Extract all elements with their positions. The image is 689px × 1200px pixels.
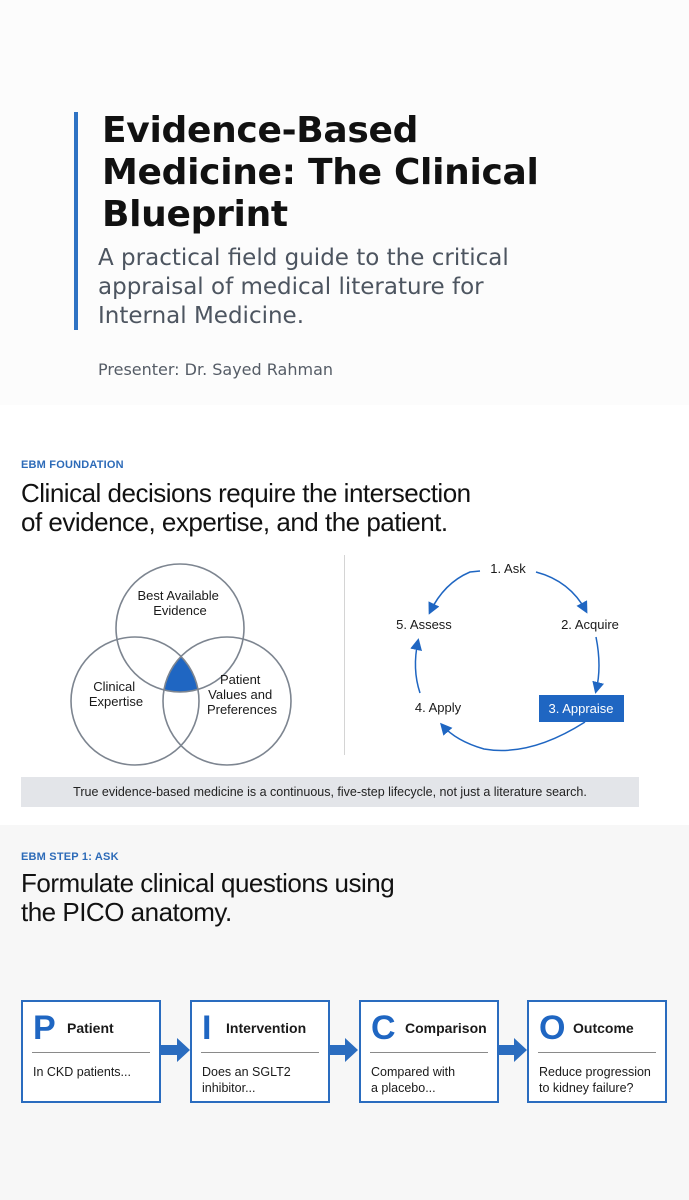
arrow-right-icon — [161, 1038, 190, 1062]
pico-box-outcome: O Outcome Reduce progression to kidney f… — [527, 1000, 667, 1103]
cycle-arrow-apply-assess — [410, 638, 422, 694]
pico-letter: I — [202, 1009, 212, 1047]
venn-label-line: Expertise — [89, 694, 143, 709]
arrow-right-icon — [498, 1038, 527, 1062]
pico-text-line: a placebo... — [371, 1081, 436, 1095]
pico-slide: EBM STEP 1: ASK Formulate clinical quest… — [0, 825, 689, 1200]
venn-label-line: Clinical — [93, 679, 135, 694]
presenter-name: Presenter: Dr. Sayed Rahman — [98, 360, 334, 379]
venn-label-line: Values and — [208, 687, 272, 702]
cycle-arrow-acquire-appraise — [592, 636, 605, 694]
slide-heading-line: the PICO anatomy. — [21, 897, 232, 927]
cycle-step-acquire: 2. Acquire — [561, 617, 619, 632]
takeaway-banner: True evidence-based medicine is a contin… — [21, 777, 639, 807]
title-accent-bar — [74, 112, 78, 330]
pico-letter: C — [371, 1009, 396, 1047]
pico-text: Reduce progression to kidney failure? — [539, 1064, 659, 1096]
pico-letter: P — [33, 1009, 56, 1047]
pico-text: Compared with a placebo... — [371, 1064, 491, 1096]
venn-label-patient: Patient Values and Preferences — [207, 672, 278, 717]
pico-box-intervention: I Intervention Does an SGLT2 inhibitor..… — [190, 1000, 330, 1103]
pico-text-line: Reduce progression — [539, 1065, 651, 1079]
pico-box-patient: P Patient In CKD patients... — [21, 1000, 161, 1103]
venn-label-line: Evidence — [153, 603, 206, 618]
venn-label-evidence: Best Available Evidence — [137, 588, 222, 618]
slide-tag: EBM STEP 1: ASK — [21, 851, 119, 863]
pico-letter: O — [539, 1009, 566, 1047]
pico-divider — [32, 1052, 150, 1053]
main-title-line: Blueprint — [102, 194, 288, 235]
slide-heading-line: of evidence, expertise, and the patient. — [21, 507, 448, 537]
foundation-slide: EBM FOUNDATION Clinical decisions requir… — [0, 405, 689, 825]
pico-divider — [370, 1052, 488, 1053]
slide-heading-line: Clinical decisions require the intersect… — [21, 478, 471, 508]
diagram-divider — [344, 555, 345, 755]
slide-tag: EBM FOUNDATION — [21, 459, 124, 471]
pico-name: Patient — [67, 1020, 114, 1036]
cycle-step-appraise-highlight — [539, 695, 624, 722]
venn-label-line: Preferences — [207, 702, 278, 717]
main-title-line: Medicine: The Clinical — [102, 152, 539, 193]
cycle-arrow-assess-ask — [428, 570, 481, 615]
pico-text: Does an SGLT2 inhibitor... — [202, 1064, 322, 1096]
title-slide: Evidence-Based Medicine: The Clinical Bl… — [0, 0, 689, 405]
pico-text-line: In CKD patients... — [33, 1065, 131, 1079]
slide-heading-line: Formulate clinical questions using — [21, 868, 395, 898]
pico-text-line: inhibitor... — [202, 1081, 256, 1095]
cycle-step-ask: 1. Ask — [490, 561, 526, 576]
main-title-line: Evidence-Based — [102, 110, 419, 151]
ebm-cycle: 1. Ask 2. Acquire 3. Appraise 4. Apply 5… — [396, 561, 624, 752]
main-title: Evidence-Based Medicine: The Clinical Bl… — [102, 110, 662, 236]
subtitle: A practical field guide to the critical … — [98, 244, 638, 331]
arrow-right-icon — [329, 1038, 358, 1062]
pico-text: In CKD patients... — [33, 1064, 153, 1080]
subtitle-line: appraisal of medical literature for — [98, 274, 484, 300]
pico-text-line: to kidney failure? — [539, 1081, 634, 1095]
venn-label-expertise: Clinical Expertise — [89, 679, 143, 709]
pico-name: Outcome — [573, 1020, 634, 1036]
cycle-step-apply: 4. Apply — [415, 700, 462, 715]
pico-name: Comparison — [405, 1020, 487, 1036]
slide-heading: Clinical decisions require the intersect… — [21, 479, 471, 537]
venn-diagram: Best Available Evidence Clinical Experti… — [70, 563, 292, 766]
pico-divider — [538, 1052, 656, 1053]
venn-circle-patient — [162, 636, 292, 766]
subtitle-line: Internal Medicine. — [98, 303, 305, 329]
slide-heading: Formulate clinical questions using the P… — [21, 868, 395, 927]
cycle-step-appraise: 3. Appraise — [548, 701, 613, 716]
pico-divider — [201, 1052, 319, 1053]
cycle-step-assess: 5. Assess — [396, 617, 452, 632]
venn-label-line: Patient — [220, 672, 261, 687]
pico-text-line: Compared with — [371, 1065, 456, 1079]
venn-circle-evidence — [115, 563, 245, 693]
cycle-arrow-appraise-apply — [440, 721, 586, 752]
venn-circle-expertise — [70, 636, 200, 766]
subtitle-line: A practical field guide to the critical — [98, 245, 509, 271]
ebm-diagrams: Best Available Evidence Clinical Experti… — [70, 561, 624, 766]
pico-name: Intervention — [226, 1020, 307, 1036]
venn-label-line: Best Available — [137, 588, 218, 603]
cycle-arrow-ask-acquire — [535, 571, 588, 614]
pico-text-line: Does an SGLT2 — [202, 1065, 291, 1079]
pico-box-comparison: C Comparison Compared with a placebo... — [359, 1000, 499, 1103]
